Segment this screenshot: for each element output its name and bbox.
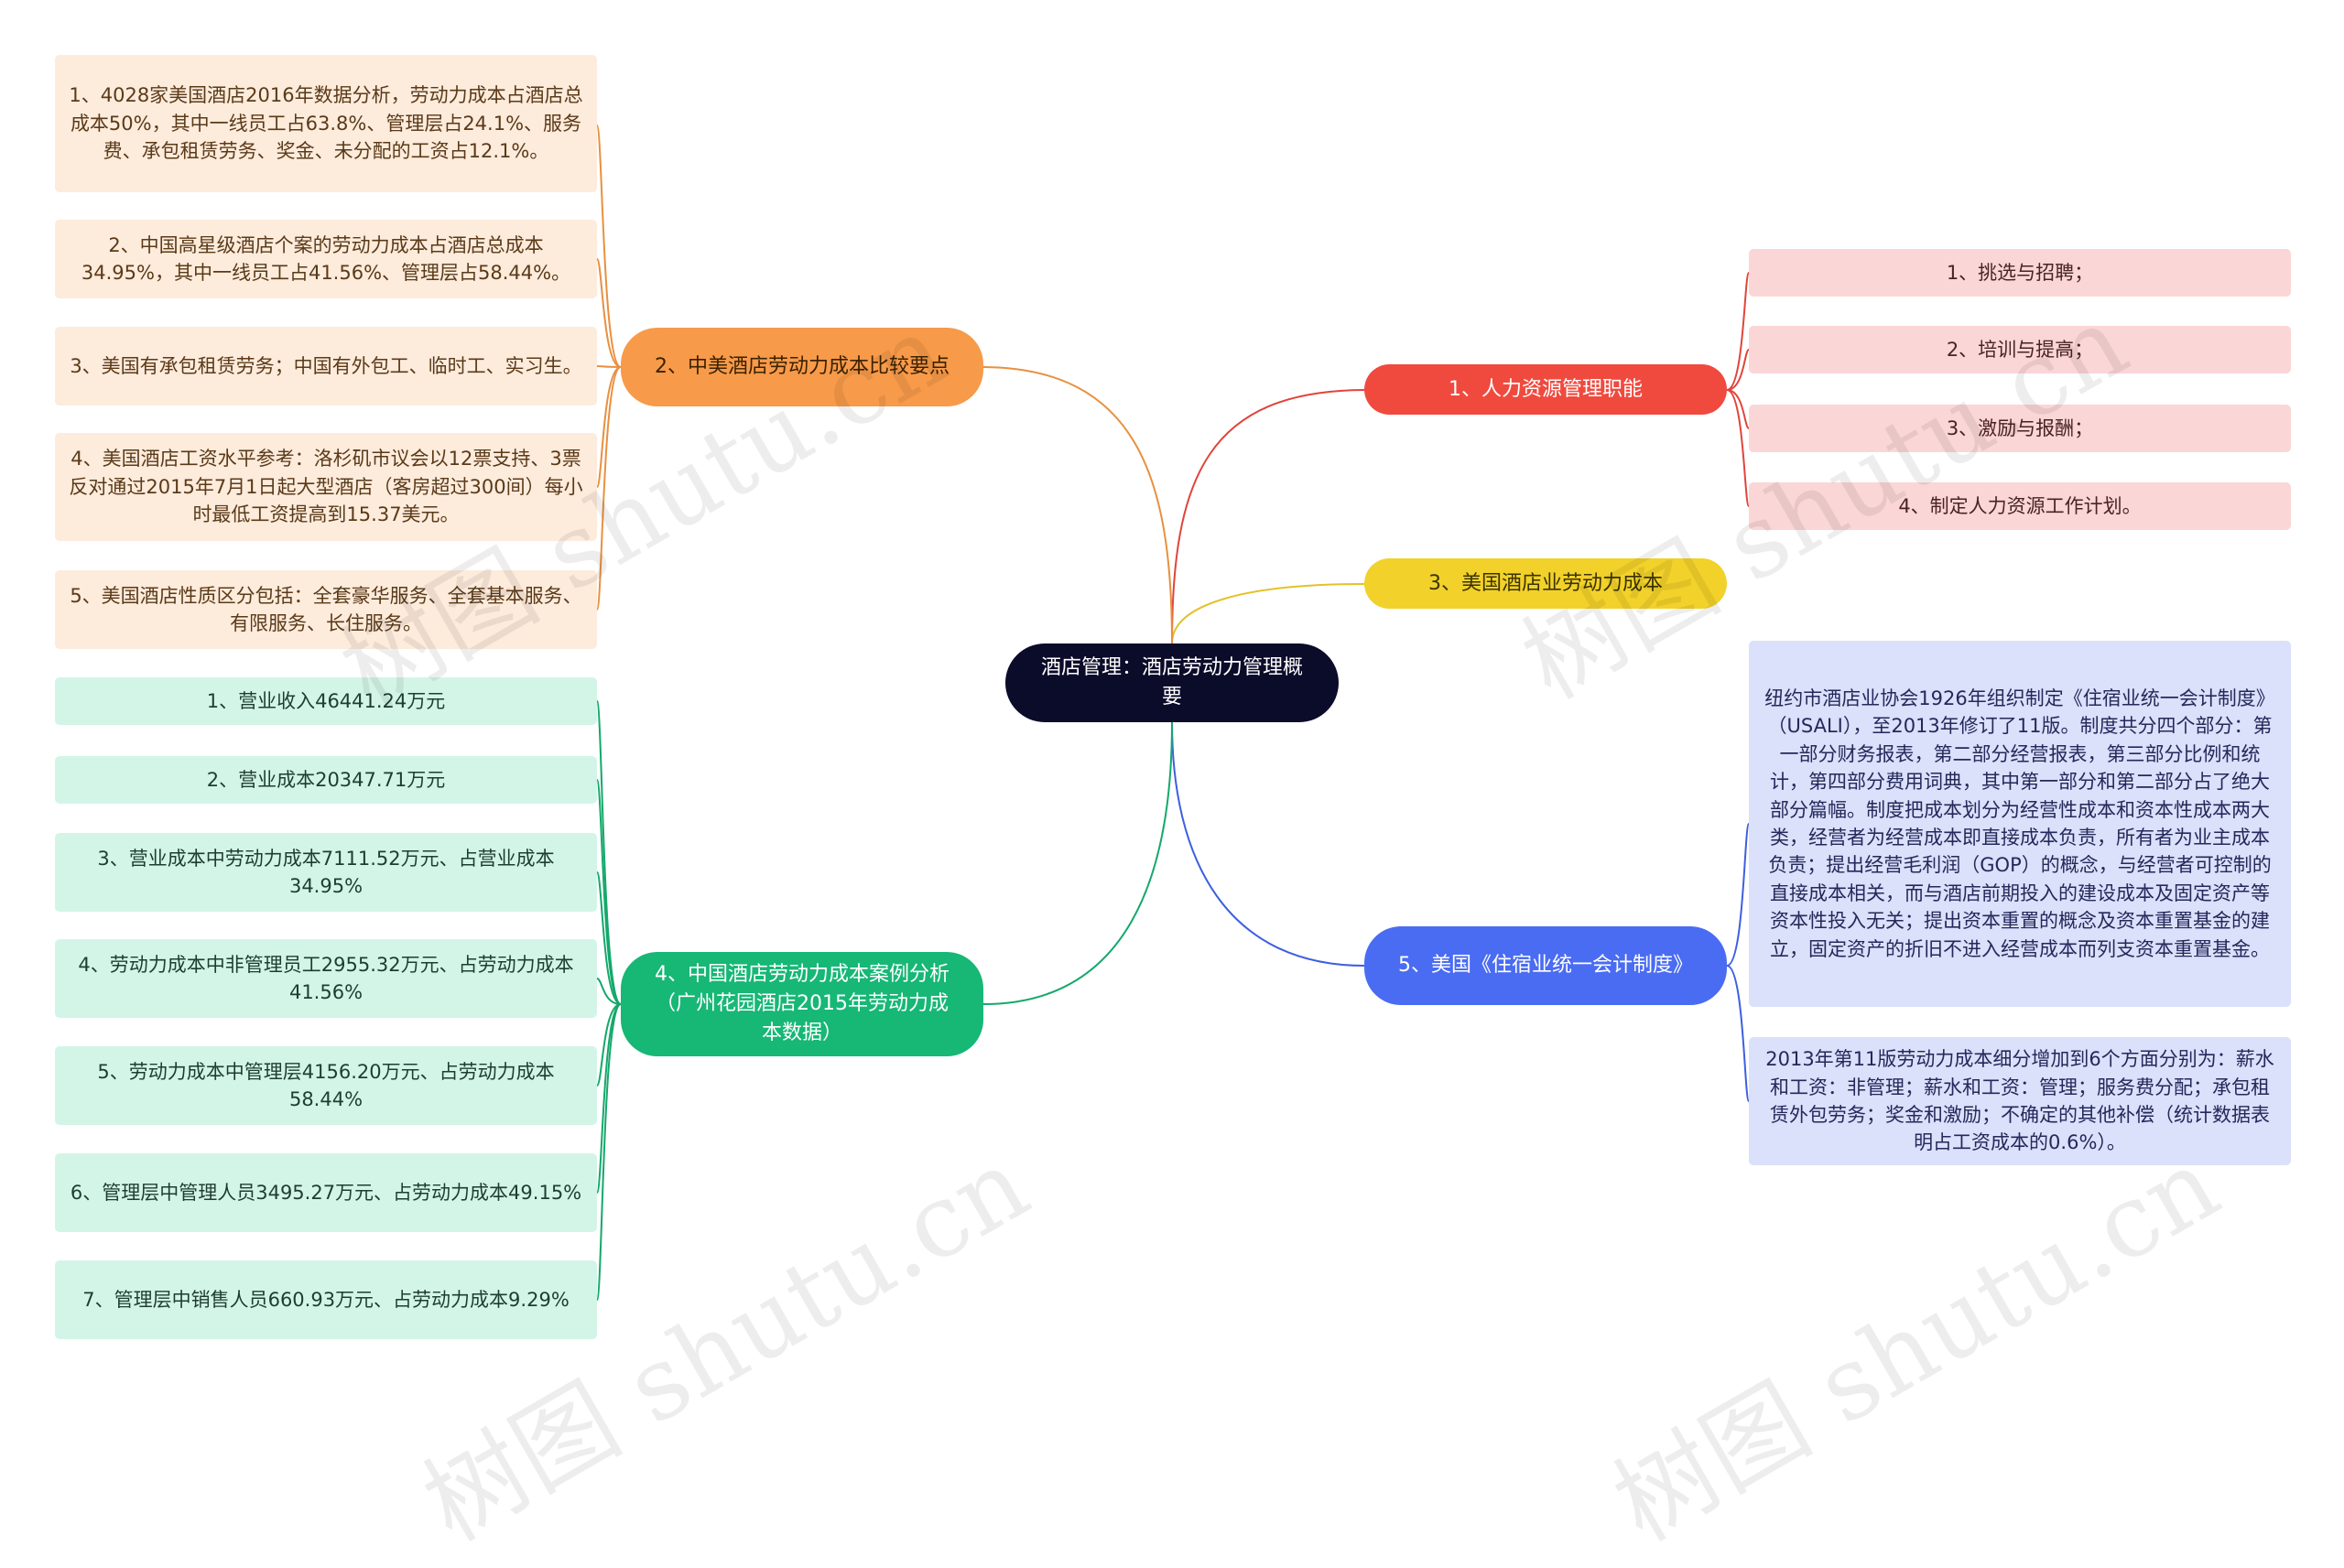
leaf-china-item[interactable]: 7、管理层中销售人员660.93万元、占劳动力成本9.29% (55, 1260, 597, 1339)
branch-label: 3、美国酒店业劳动力成本 (1428, 571, 1663, 595)
leaf-china-item[interactable]: 2、营业成本20347.71万元 (55, 756, 597, 804)
leaf-hr-item[interactable]: 4、制定人力资源工作计划。 (1749, 482, 2291, 530)
branch-hr-functions[interactable]: 1、人力资源管理职能 (1364, 364, 1727, 415)
leaf-text: 3、美国有承包租赁劳务；中国有外包工、临时工、实习生。 (70, 354, 582, 377)
branch-label: 2、中美酒店劳动力成本比较要点 (655, 355, 950, 379)
branch-china-case-study[interactable]: 4、中国酒店劳动力成本案例分析（广州花园酒店2015年劳动力成本数据） (621, 952, 983, 1056)
root-topic[interactable]: 酒店管理：酒店劳动力管理概要 (1005, 643, 1339, 722)
leaf-compare-item[interactable]: 4、美国酒店工资水平参考：洛杉矶市议会以12票支持、3票反对通过2015年7月1… (55, 433, 597, 541)
leaf-text: 2、中国高星级酒店个案的劳动力成本占酒店总成本34.95%，其中一线员工占41.… (81, 233, 571, 284)
leaf-text: 2、培训与提高； (1946, 338, 2094, 361)
leaf-compare-item[interactable]: 5、美国酒店性质区分包括：全套豪华服务、全套基本服务、有限服务、长住服务。 (55, 570, 597, 649)
leaf-hr-item[interactable]: 3、激励与报酬； (1749, 405, 2291, 452)
root-topic-label: 酒店管理：酒店劳动力管理概要 (1040, 656, 1303, 708)
leaf-text: 3、营业成本中劳动力成本7111.52万元、占营业成本34.95% (97, 847, 555, 897)
leaf-hr-item[interactable]: 1、挑选与招聘； (1749, 249, 2291, 297)
connector-lines (596, 124, 1750, 1301)
leaf-china-item[interactable]: 1、营业收入46441.24万元 (55, 677, 597, 725)
branch-china-us-comparison[interactable]: 2、中美酒店劳动力成本比较要点 (621, 328, 983, 406)
branch-label: 5、美国《住宿业统一会计制度》 (1398, 954, 1693, 978)
leaf-text: 5、劳动力成本中管理层4156.20万元、占劳动力成本58.44% (97, 1060, 555, 1110)
leaf-hr-item[interactable]: 2、培训与提高； (1749, 326, 2291, 373)
leaf-text: 4、制定人力资源工作计划。 (1898, 494, 2142, 517)
leaf-text: 2、营业成本20347.71万元 (206, 768, 446, 791)
branch-us-labor-cost[interactable]: 3、美国酒店业劳动力成本 (1364, 558, 1727, 609)
leaf-text: 1、4028家美国酒店2016年数据分析，劳动力成本占酒店总成本50%，其中一线… (69, 84, 583, 163)
leaf-text: 1、营业收入46441.24万元 (206, 689, 446, 712)
leaf-compare-item[interactable]: 3、美国有承包租赁劳务；中国有外包工、临时工、实习生。 (55, 327, 597, 406)
leaf-china-item[interactable]: 6、管理层中管理人员3495.27万元、占劳动力成本49.15% (55, 1153, 597, 1232)
branch-label: 4、中国酒店劳动力成本案例分析（广州花园酒店2015年劳动力成本数据） (655, 963, 950, 1044)
leaf-china-item[interactable]: 4、劳动力成本中非管理员工2955.32万元、占劳动力成本41.56% (55, 939, 597, 1018)
leaf-text: 4、劳动力成本中非管理员工2955.32万元、占劳动力成本41.56% (78, 953, 574, 1003)
leaf-text: 纽约市酒店业协会1926年组织制定《住宿业统一会计制度》（USALI），至201… (1764, 687, 2275, 960)
leaf-text: 7、管理层中销售人员660.93万元、占劳动力成本9.29% (82, 1288, 570, 1311)
leaf-text: 4、美国酒店工资水平参考：洛杉矶市议会以12票支持、3票反对通过2015年7月1… (69, 448, 583, 526)
leaf-text: 3、激励与报酬； (1946, 416, 2094, 439)
leaf-text: 5、美国酒店性质区分包括：全套豪华服务、全套基本服务、有限服务、长住服务。 (70, 584, 582, 634)
leaf-china-item[interactable]: 5、劳动力成本中管理层4156.20万元、占劳动力成本58.44% (55, 1046, 597, 1125)
leaf-text: 1、挑选与招聘； (1946, 261, 2094, 284)
leaf-text: 6、管理层中管理人员3495.27万元、占劳动力成本49.15% (70, 1181, 582, 1204)
leaf-compare-item[interactable]: 2、中国高星级酒店个案的劳动力成本占酒店总成本34.95%，其中一线员工占41.… (55, 220, 597, 298)
leaf-china-item[interactable]: 3、营业成本中劳动力成本7111.52万元、占营业成本34.95% (55, 833, 597, 912)
leaf-usali-item[interactable]: 2013年第11版劳动力成本细分增加到6个方面分别为：薪水和工资：非管理；薪水和… (1749, 1037, 2291, 1165)
branch-label: 1、人力资源管理职能 (1449, 377, 1643, 401)
leaf-usali-item[interactable]: 纽约市酒店业协会1926年组织制定《住宿业统一会计制度》（USALI），至201… (1749, 641, 2291, 1007)
branch-usali[interactable]: 5、美国《住宿业统一会计制度》 (1364, 926, 1727, 1005)
leaf-text: 2013年第11版劳动力成本细分增加到6个方面分别为：薪水和工资：非管理；薪水和… (1765, 1048, 2274, 1154)
leaf-compare-item[interactable]: 1、4028家美国酒店2016年数据分析，劳动力成本占酒店总成本50%，其中一线… (55, 55, 597, 192)
